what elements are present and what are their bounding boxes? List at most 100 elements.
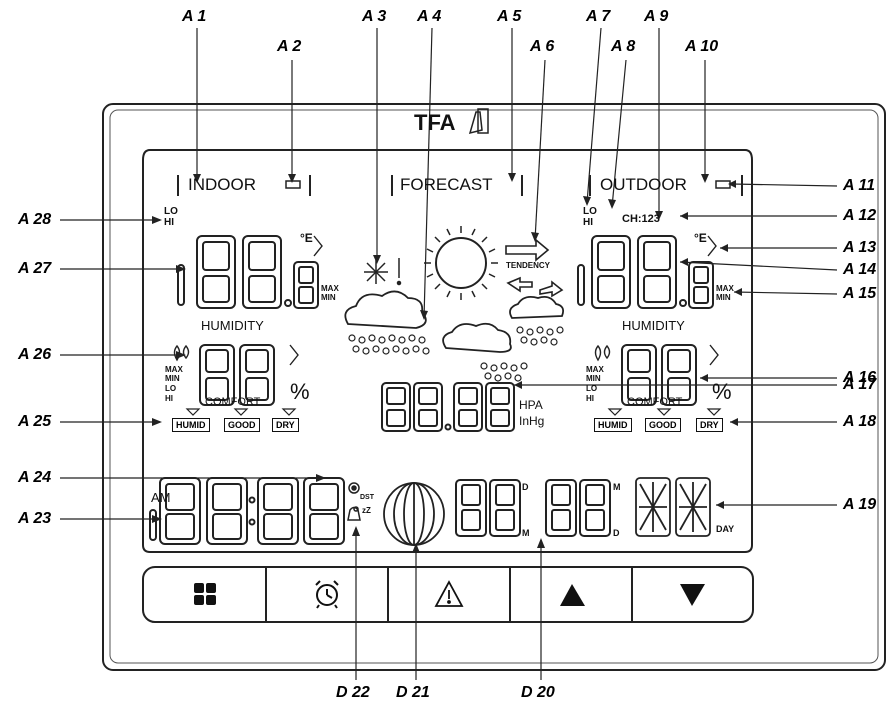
- callout-a1: A 1: [182, 8, 207, 25]
- date-m-label-1: M: [522, 528, 530, 538]
- temp-unit-outdoor: °E: [694, 231, 707, 245]
- alarm-clock-icon: [315, 580, 339, 609]
- callout-a2: A 2: [277, 38, 302, 55]
- callout-d20: D 20: [521, 684, 555, 701]
- hi-label-outdoor-humidity: HI: [586, 394, 594, 403]
- max-label-indoor-humidity: MAX: [165, 365, 183, 374]
- lo-label-outdoor-humidity: LO: [586, 384, 598, 393]
- callout-a10: A 10: [685, 38, 719, 55]
- callout-a19: A 19: [843, 496, 877, 513]
- channel-label: CH:123: [622, 213, 660, 225]
- rain-drops-icon: [348, 326, 564, 382]
- tendency-label: TENDENCY: [506, 261, 551, 270]
- good-indicator-indoor: GOOD: [224, 418, 260, 432]
- snooze-label: zZ: [362, 506, 371, 515]
- humidity-trend-icon-indoor: [289, 344, 299, 366]
- lcd-frame: [142, 149, 753, 553]
- comfort-label-indoor: COMFORT: [205, 396, 261, 408]
- callout-a7: A 7: [586, 8, 611, 25]
- callout-d21: D 21: [396, 684, 430, 701]
- callout-a27: A 27: [18, 260, 52, 277]
- temp-trend-icon-outdoor: [707, 235, 717, 257]
- max-label-indoor: MAX: [321, 284, 339, 293]
- callout-a5: A 5: [497, 8, 522, 25]
- date-d-label-2: D: [613, 528, 620, 538]
- humid-indicator-indoor: HUMID: [172, 418, 210, 432]
- hi-label-outdoor: HI: [583, 217, 593, 228]
- humidity-label-indoor: HUMIDITY: [201, 318, 264, 333]
- callout-a24: A 24: [18, 469, 52, 486]
- battery-icon-indoor: [285, 180, 301, 189]
- callout-d22: D 22: [336, 684, 370, 701]
- dst-label: DST: [360, 494, 374, 501]
- button-bar: [142, 566, 754, 623]
- callout-a11: A 11: [843, 177, 876, 194]
- min-label-indoor-humidity: MIN: [165, 374, 180, 383]
- lo-label-outdoor: LO: [583, 206, 597, 217]
- dry-indicator-indoor: DRY: [272, 418, 299, 432]
- inhg-label: InHg: [519, 414, 545, 428]
- callout-a6: A 6: [530, 38, 555, 55]
- day-label: DAY: [716, 524, 735, 534]
- forecast-label: FORECAST: [400, 175, 493, 194]
- date-m-label-2: M: [613, 482, 621, 492]
- comfort-label-outdoor: COMFORT: [627, 396, 683, 408]
- alert-button[interactable]: [388, 567, 510, 622]
- hpa-label: HPA: [519, 398, 543, 412]
- humidity-trend-icon-outdoor: [709, 344, 719, 366]
- snowflake-icon: [364, 258, 402, 286]
- callout-a4: A 4: [417, 8, 442, 25]
- sun-icon: [424, 226, 498, 300]
- down-triangle-icon: [680, 584, 705, 606]
- humidity-label-outdoor: HUMIDITY: [622, 318, 685, 333]
- callout-a17: A 17: [843, 376, 877, 393]
- callout-a12: A 12: [843, 207, 877, 224]
- tendency-arrows-icon: [505, 238, 564, 298]
- am-label: AM: [151, 490, 171, 505]
- mode-button[interactable]: [143, 567, 266, 622]
- globe-icon: [383, 482, 445, 546]
- callout-a8: A 8: [611, 38, 636, 55]
- hi-label-indoor: HI: [164, 217, 174, 228]
- up-triangle-icon: [560, 584, 585, 606]
- callout-a15: A 15: [843, 285, 877, 302]
- grid-icon: [194, 583, 216, 605]
- up-button[interactable]: [510, 567, 632, 622]
- callout-a14: A 14: [843, 261, 877, 278]
- min-label-outdoor-humidity: MIN: [586, 374, 601, 383]
- max-label-outdoor-humidity: MAX: [586, 365, 604, 374]
- cloud-icon-right: [509, 295, 565, 319]
- dry-indicator-outdoor: DRY: [696, 418, 723, 432]
- signal-icon: [348, 482, 360, 494]
- warning-icon: [434, 580, 464, 607]
- percent-unit-indoor: %: [290, 379, 310, 404]
- droplet-icon-outdoor: [594, 344, 602, 362]
- callout-a23: A 23: [18, 510, 52, 527]
- min-label-outdoor: MIN: [716, 293, 731, 302]
- lo-label-indoor: LO: [164, 206, 178, 217]
- lo-label-indoor-humidity: LO: [165, 384, 177, 393]
- indoor-label: INDOOR: [188, 175, 256, 194]
- min-label-indoor: MIN: [321, 293, 336, 302]
- temp-unit-indoor: °E: [300, 231, 313, 245]
- battery-icon-outdoor: [715, 180, 731, 189]
- callout-a3: A 3: [362, 8, 387, 25]
- temp-trend-icon-indoor: [313, 235, 323, 257]
- callout-a25: A 25: [18, 413, 52, 430]
- brand-logo: TFA: [414, 110, 456, 135]
- callout-a18: A 18: [843, 413, 877, 430]
- alarm-button[interactable]: [266, 567, 388, 622]
- callout-a13: A 13: [843, 239, 877, 256]
- cloud-icon-left: [344, 290, 427, 329]
- callout-a16: A 16: [843, 369, 877, 386]
- hi-label-indoor-humidity: HI: [165, 394, 173, 403]
- cloud-icon-middle: [442, 322, 512, 353]
- callout-a28: A 28: [18, 211, 52, 228]
- down-button[interactable]: [632, 567, 753, 622]
- percent-unit-outdoor: %: [712, 379, 732, 404]
- outdoor-label: OUTDOOR: [600, 175, 687, 194]
- device-housing: [102, 103, 886, 671]
- callout-a26: A 26: [18, 346, 52, 363]
